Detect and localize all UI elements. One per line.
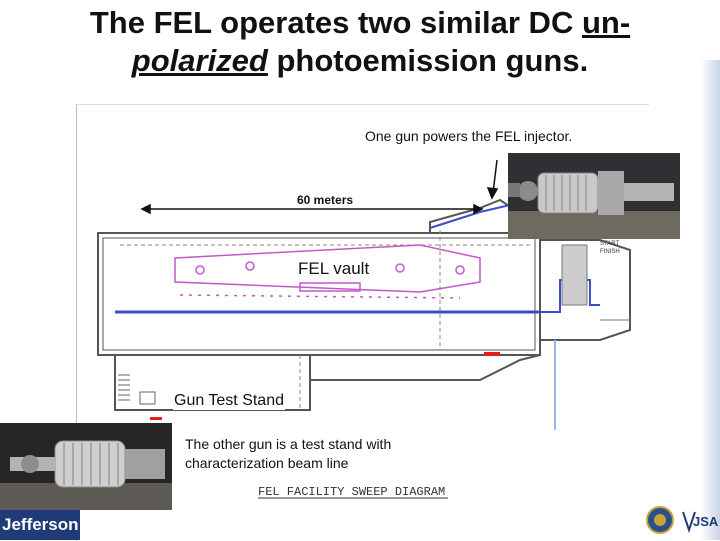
pointer-arrowhead (486, 187, 499, 200)
diagram-caption: FEL FACILITY SWEEP DIAGRAM (258, 485, 445, 499)
title-text-italic: polarized (131, 43, 268, 78)
distance-arrow (140, 203, 484, 215)
vault-label: FEL vault (296, 259, 372, 279)
hatched-block (561, 244, 588, 306)
title-text-underlined: un- (581, 5, 631, 40)
recirculation-loop (174, 244, 481, 299)
distance-arrowhead-left (140, 203, 151, 215)
vault-outline (97, 232, 541, 356)
test-stand-room (114, 354, 311, 411)
vault-walls (97, 198, 631, 411)
loop-path (174, 244, 481, 293)
slide-edge-gradient (700, 60, 720, 540)
doe-seal-center (654, 514, 666, 526)
loop-magnet-4 (455, 265, 465, 275)
title-text-2: photoemission guns. (267, 43, 589, 78)
loop-magnet-2 (245, 261, 255, 271)
other-gun-caption-line1: The other gun is a test stand with (185, 436, 392, 452)
injector-pointer (486, 159, 499, 200)
distance-arrowhead-right (473, 203, 484, 215)
test-stand-box (139, 391, 156, 405)
test-stand-gun-photo (0, 423, 172, 510)
injector-gun-illustration (508, 153, 680, 239)
red-markers (150, 352, 500, 420)
injector-caption: One gun powers the FEL injector. (365, 128, 573, 144)
jsa-logo-text: JSA (693, 514, 719, 529)
pointer-line (492, 159, 498, 194)
magnet-row (179, 294, 461, 299)
test-stand-label: Gun Test Stand (173, 392, 285, 410)
loop-magnet-3 (395, 263, 405, 273)
footer-logos: JSA (646, 506, 719, 534)
other-gun-caption: The other gun is a test stand with chara… (185, 435, 391, 473)
wiggler-box (299, 282, 361, 292)
interior-dashed-walls (120, 230, 530, 410)
south-wall (309, 354, 541, 381)
injector-gun-photo (508, 153, 680, 239)
title-text-1: The FEL operates two similar DC (89, 5, 582, 40)
finish-label: FINISH (600, 249, 620, 255)
red-marker-1 (484, 352, 500, 356)
jsa-swoosh-icon (682, 511, 696, 534)
injector-wall (429, 198, 516, 233)
other-gun-caption-line2: characterization beam line (185, 455, 349, 471)
jefferson-logo-text: Jefferson (2, 515, 79, 534)
start-label: START (600, 241, 619, 247)
jefferson-lab-logo: Jefferson (0, 510, 80, 540)
test-stand-gun-illustration (0, 423, 172, 510)
injector-line (429, 204, 511, 229)
east-hall-detail (554, 244, 630, 430)
red-marker-2 (150, 417, 162, 420)
vault-inner-wall (102, 237, 536, 351)
slide-title: The FEL operates two similar DC un- pola… (0, 4, 720, 80)
distance-label: 60 meters (297, 193, 354, 207)
loop-magnet-1 (195, 265, 205, 275)
stairs (118, 374, 156, 405)
east-wing-wall (539, 233, 631, 341)
